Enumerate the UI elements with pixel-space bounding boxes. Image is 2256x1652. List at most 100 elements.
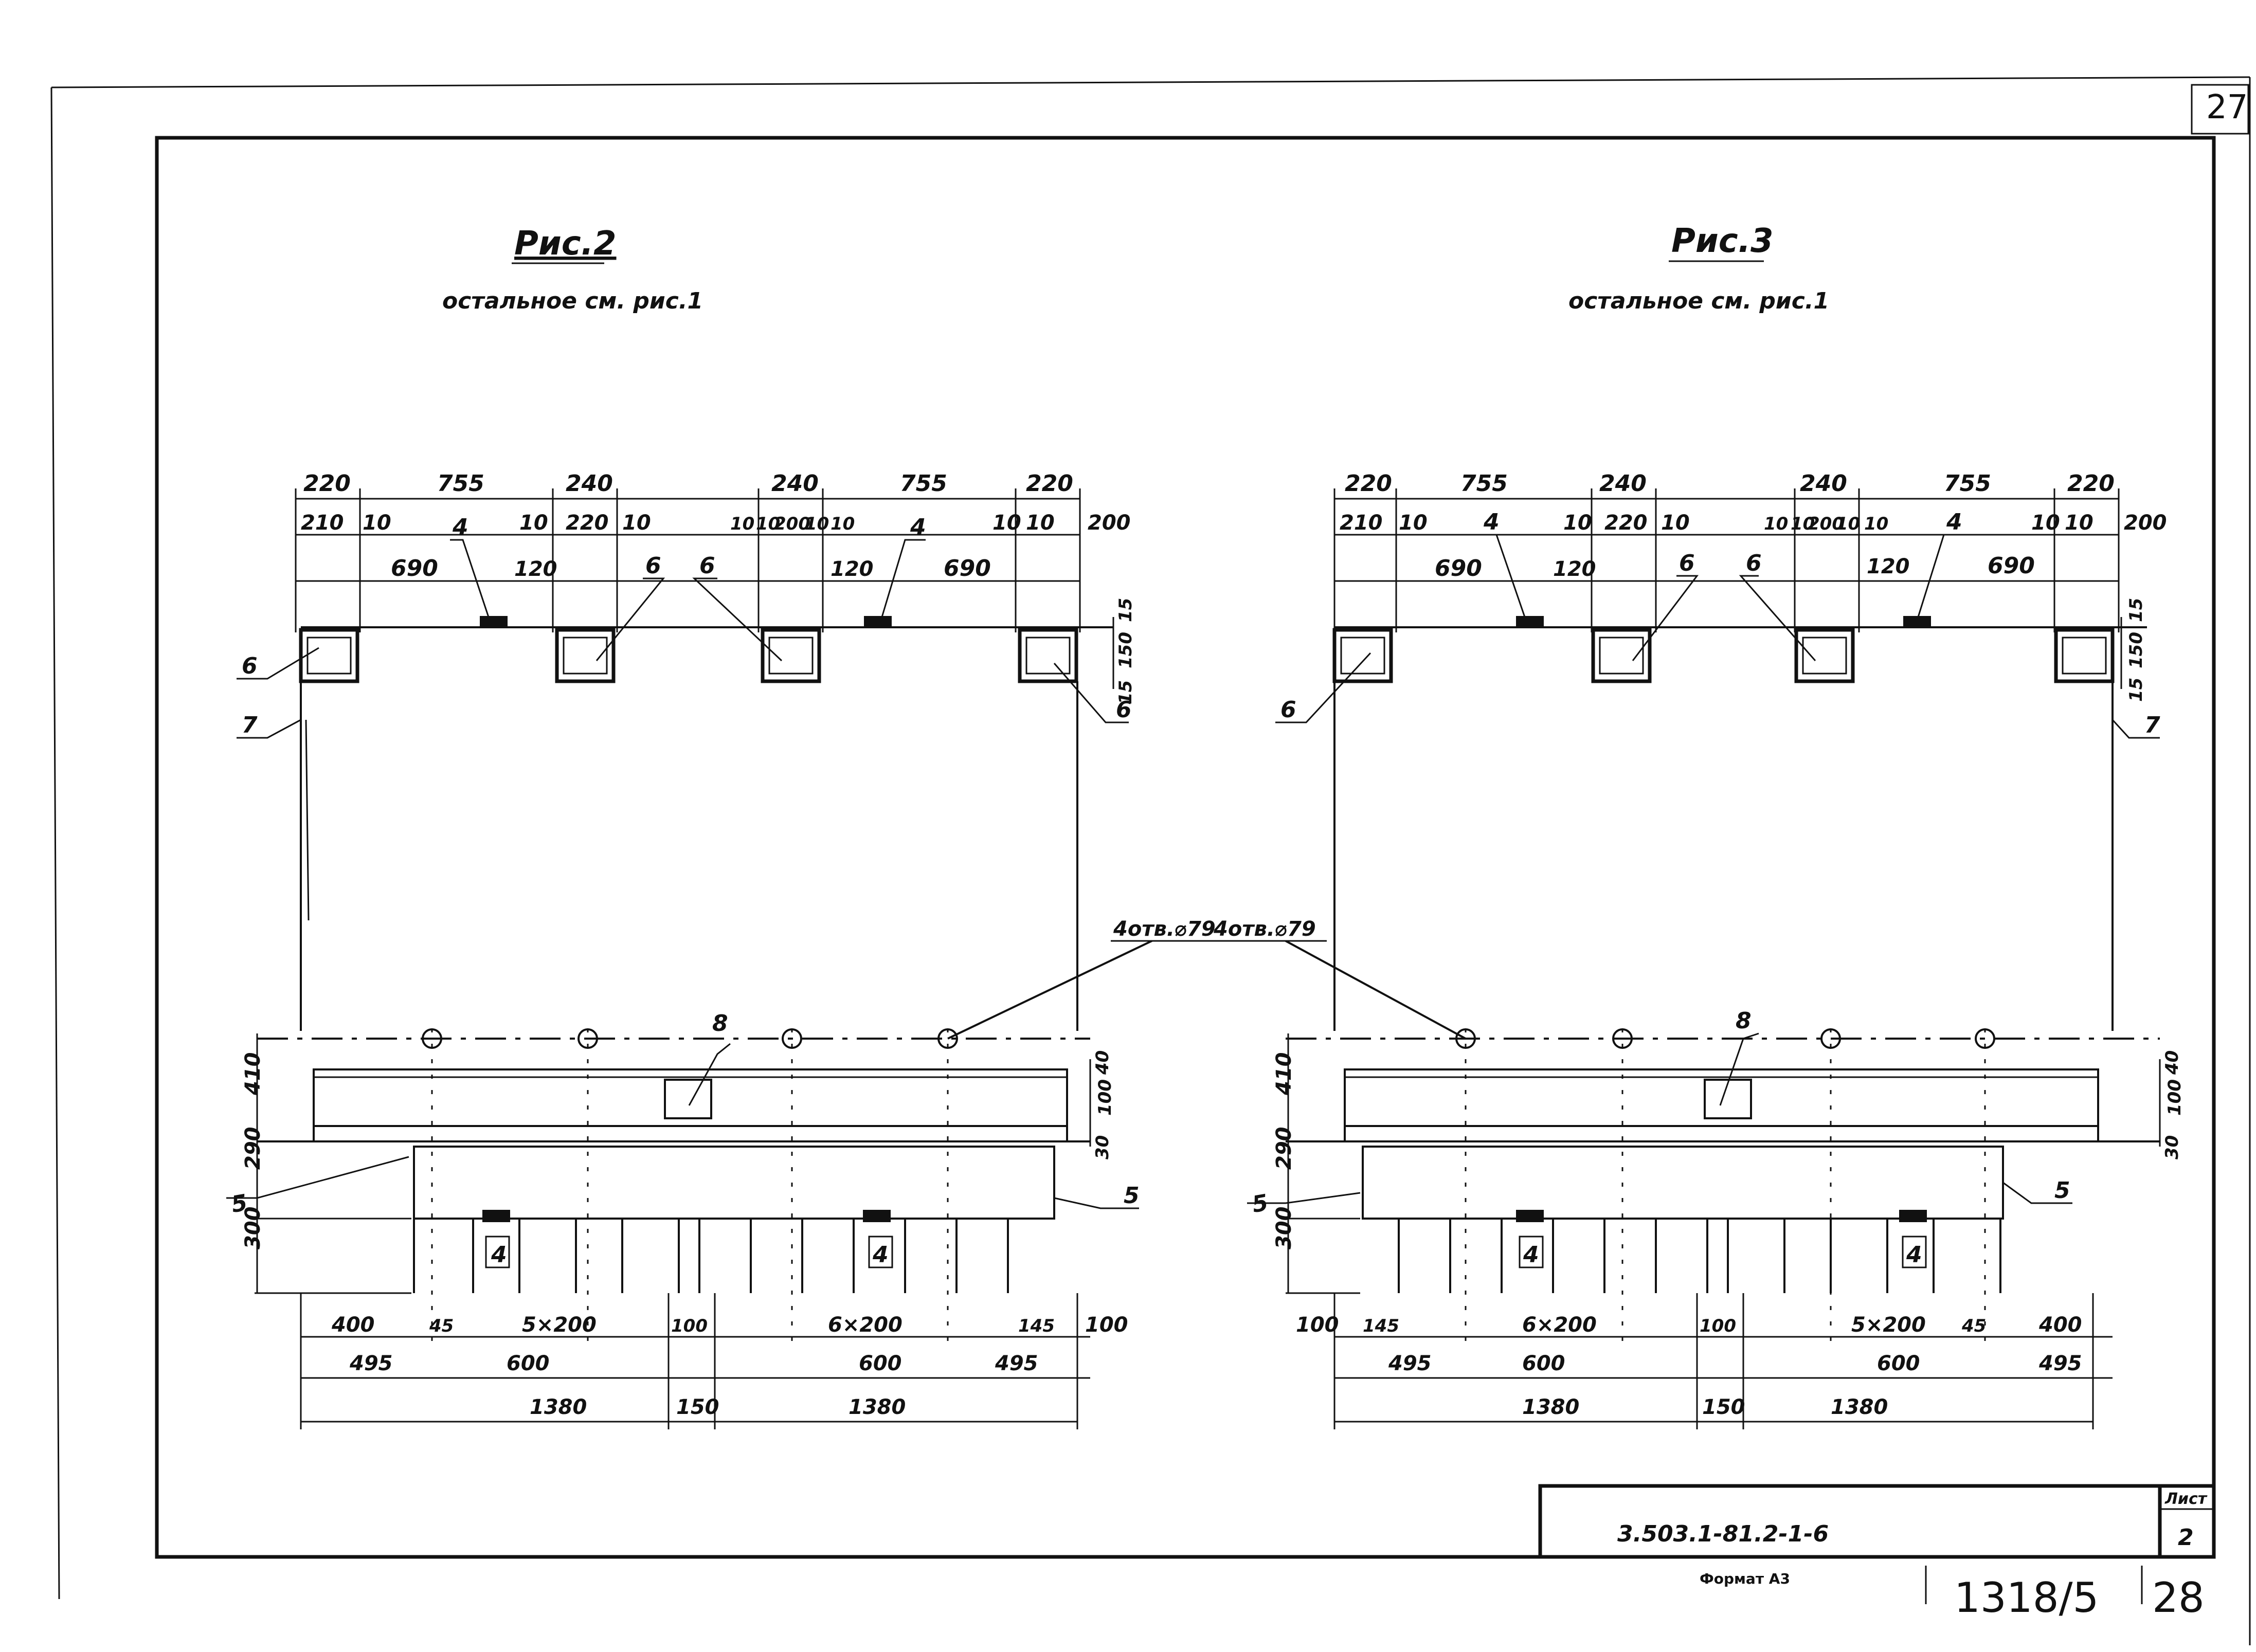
fig3-bdim-1380-left: 1380 xyxy=(1522,1395,1579,1419)
fig2-dim-30: 30 xyxy=(1092,1135,1113,1159)
fig2-pos-4-d: 4 xyxy=(872,1242,889,1268)
fig3-pos-7: 7 xyxy=(2144,712,2160,738)
fig3-dim-10c: 10 xyxy=(1661,511,1690,535)
fig2-dim-220-left: 220 xyxy=(303,470,351,497)
fig2-dim-150: 150 xyxy=(1115,632,1136,668)
fig3-pos-6-c: 6 xyxy=(1746,550,1762,576)
fig2-subtitle: остальное см. рис.1 xyxy=(442,288,703,314)
fig3-dim-10f: 10 xyxy=(1836,514,1860,534)
fig2-dim-10b: 10 xyxy=(519,511,548,535)
fig3-box-6-b xyxy=(1591,628,1652,683)
fig2-dim-755-left: 755 xyxy=(437,470,484,497)
fig2-dim-10d: 10 xyxy=(730,514,754,534)
fig3-web xyxy=(1362,1146,2004,1220)
fig2-box-6-d xyxy=(1018,628,1078,683)
fig3-dim-755-right: 755 xyxy=(1944,470,1991,497)
fig2-dim-120-right: 120 xyxy=(831,557,874,581)
fig2-dim-200-right: 200 xyxy=(1088,511,1131,535)
fig2-dim-40: 40 xyxy=(1092,1050,1113,1075)
fig3-box-6-d xyxy=(2054,628,2115,683)
fig3-pos-4-a: 4 xyxy=(1483,509,1500,535)
fig2-plate-4-b xyxy=(864,616,892,628)
fig2-bdim-1380-right: 1380 xyxy=(849,1395,906,1419)
fig2-box-6-c xyxy=(761,628,821,683)
fig2-pos-8: 8 xyxy=(712,1010,728,1037)
fig3-bdim-45: 45 xyxy=(1961,1316,1986,1336)
fig2-pos-7: 7 xyxy=(242,712,258,738)
fig3-dim-100: 100 xyxy=(2164,1079,2185,1116)
fig2-title: Рис.2 xyxy=(514,225,617,263)
fig2-dim-10e: 10 xyxy=(756,514,780,534)
fig2-dim-690-left: 690 xyxy=(391,555,438,582)
fig3-dim-690-left: 690 xyxy=(1435,555,1482,582)
fig2-bdim-495-right: 495 xyxy=(995,1352,1038,1375)
fig3-dim-120-right: 120 xyxy=(1867,555,1910,578)
fig3-dim-10d: 10 xyxy=(1764,514,1788,534)
fig3-dim-10g: 10 xyxy=(1864,514,1888,534)
fig2-dim-755-right: 755 xyxy=(900,470,947,497)
fig2-dim-15-top: 15 xyxy=(1115,598,1136,622)
fig3-plate-4-a xyxy=(1516,616,1544,628)
fig2-studs xyxy=(413,1219,1009,1293)
fig3-bdim-495-left: 495 xyxy=(1388,1352,1432,1375)
fig2-pos-4-a: 4 xyxy=(452,514,468,540)
fig2-bdim-6x200: 6×200 xyxy=(828,1313,903,1337)
fig2-pos-5-right: 5 xyxy=(1124,1183,1140,1209)
fig3-dim-200-mid: 200 xyxy=(1808,514,1844,534)
fig3-flange xyxy=(1344,1068,2099,1127)
fig2-dim-200-mid: 200 xyxy=(774,514,810,534)
corner-page-number: 27 xyxy=(2206,88,2248,126)
fig2-dim-10g: 10 xyxy=(831,514,855,534)
fig3-dim-755-left: 755 xyxy=(1460,470,1508,497)
fig3-plate-8 xyxy=(1704,1079,1752,1119)
fig3-dim-220-right: 220 xyxy=(2067,470,2115,497)
fig3-dim-300: 300 xyxy=(1272,1207,1296,1250)
fig3-dim-200-right: 200 xyxy=(2124,511,2167,535)
fig3-title: Рис.3 xyxy=(1671,222,1774,260)
fig3-bdim-6x200: 6×200 xyxy=(1522,1313,1597,1337)
fig2-dim-410: 410 xyxy=(241,1052,265,1096)
title-block xyxy=(1538,1484,2216,1604)
hole-note-left: 4отв.⌀79 xyxy=(1113,917,1216,941)
fig2-plate-4-a xyxy=(480,616,508,628)
figure-2: Рис.2 остальное см. рис.1 220 755 240 24… xyxy=(226,225,1140,1429)
fig3-pos-6-b: 6 xyxy=(1679,550,1695,576)
fig2-dim-100: 100 xyxy=(1095,1079,1115,1116)
drawing-designation: 3.503.1-81.2-1-6 xyxy=(1617,1521,1829,1547)
fig2-bdim-5x200: 5×200 xyxy=(522,1313,597,1337)
fig3-plate-4-d xyxy=(1899,1210,1927,1222)
figure-3: Рис.3 остальное см. рис.1 220 755 240 24… xyxy=(1247,222,2185,1429)
fig3-dim-120-left: 120 xyxy=(1553,557,1596,581)
fig2-bdim-1380-left: 1380 xyxy=(530,1395,587,1419)
fig3-bdim-400: 400 xyxy=(2038,1313,2082,1337)
fig3-dim-10i: 10 xyxy=(2065,511,2093,535)
fig2-pos-4-c: 4 xyxy=(491,1242,507,1268)
fig2-dim-690-right: 690 xyxy=(944,555,991,582)
fig3-dim-15-bottom: 15 xyxy=(2126,678,2146,702)
fig2-bdim-100-right: 100 xyxy=(1085,1313,1128,1337)
fig2-pos-6-a: 6 xyxy=(242,653,258,679)
sheet-frame xyxy=(50,76,2251,1645)
fig2-box-6-b xyxy=(555,628,616,683)
fig2-dim-15-bottom: 15 xyxy=(1115,680,1136,704)
fig3-dim-40: 40 xyxy=(2162,1050,2182,1075)
fig2-dim-290: 290 xyxy=(241,1127,265,1170)
fig3-studs xyxy=(1398,1219,2001,1293)
stamp-number: 1318/5 xyxy=(1954,1574,2099,1622)
fig2-bdim-150: 150 xyxy=(676,1395,719,1419)
fig3-dim-220-mid: 220 xyxy=(1604,511,1648,535)
fig2-bdim-600-left: 600 xyxy=(507,1352,550,1375)
fig3-dim-150: 150 xyxy=(2126,632,2146,668)
fig3-dim-10h: 10 xyxy=(2031,511,2060,535)
fig2-dim-220-right: 220 xyxy=(1026,470,1073,497)
fig2-box-6-a xyxy=(299,628,359,683)
fig2-bdim-400: 400 xyxy=(331,1313,375,1337)
fig2-dim-10f: 10 xyxy=(805,514,829,534)
fig3-pos-6-a: 6 xyxy=(1280,697,1296,723)
format-label: Формат А3 xyxy=(1700,1570,1790,1587)
fig3-pos-4-c: 4 xyxy=(1523,1242,1539,1268)
fig3-pos-8: 8 xyxy=(1736,1008,1752,1034)
fig3-pos-4-b: 4 xyxy=(1946,509,1962,535)
fig3-subtitle: остальное см. рис.1 xyxy=(1568,288,1829,314)
